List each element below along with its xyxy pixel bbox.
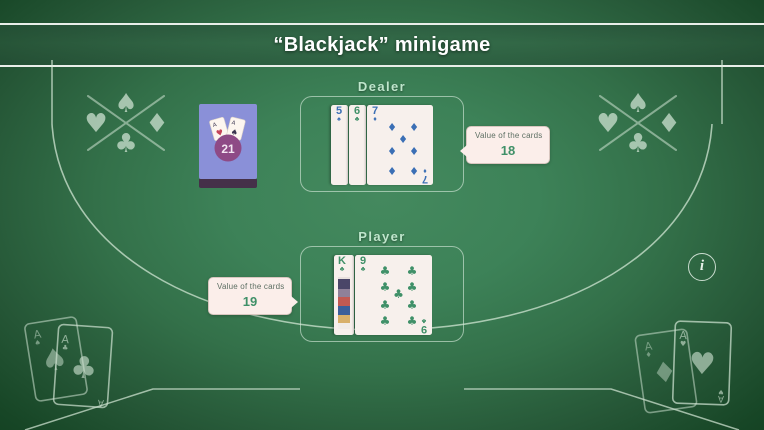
dealer-card-3-pips: ♦ ♦ ♦ ♦ ♦ ♦ ♦ bbox=[387, 121, 419, 178]
ace-cards-decoration-bottom-right: A ♦ ♦ A ♥ ♥ A ♥ bbox=[634, 320, 733, 414]
svg-text:♣: ♣ bbox=[407, 314, 418, 328]
svg-text:♦: ♦ bbox=[387, 165, 397, 178]
svg-text:♥: ♥ bbox=[596, 109, 619, 139]
svg-text:♥: ♥ bbox=[680, 340, 687, 348]
svg-text:♣: ♣ bbox=[380, 314, 391, 328]
svg-text:♦: ♦ bbox=[409, 145, 419, 158]
svg-text:A: A bbox=[644, 340, 654, 354]
svg-text:A: A bbox=[717, 393, 724, 403]
svg-text:♦: ♦ bbox=[409, 121, 419, 134]
club-icon: ♣ bbox=[354, 116, 360, 123]
player-card-2-corner-br: 9 ♣ bbox=[418, 317, 430, 335]
suit-cross-decoration-right: ♠ ♥ ♦ ♣ bbox=[596, 89, 680, 158]
svg-text:♦: ♦ bbox=[398, 133, 408, 146]
dealer-card-2-corner: 6 ♣ bbox=[351, 105, 363, 124]
svg-text:♦: ♦ bbox=[387, 145, 397, 158]
suit-cross-decoration-left: ♠ ♥ ♦ ♣ bbox=[84, 89, 168, 158]
bubble-tail bbox=[460, 145, 467, 157]
deck-edge bbox=[199, 179, 257, 188]
info-icon[interactable]: i bbox=[688, 253, 716, 281]
svg-text:♥: ♥ bbox=[718, 388, 724, 395]
dealer-card-3-corner-br: 7 ♦ bbox=[419, 167, 431, 185]
dealer-card-1-rank: 5 bbox=[335, 105, 343, 117]
dealer-card-3-rank: 7 bbox=[371, 105, 379, 117]
page-title: “Blackjack” minigame bbox=[273, 34, 491, 56]
ace-cards-decoration-bottom-left: A ♠ ♠ A ♣ ♣ A bbox=[24, 316, 114, 409]
svg-text:A: A bbox=[61, 333, 70, 347]
dealer-value-bubble: Value of the cards 18 bbox=[460, 126, 550, 164]
player-card-2-corner: 9 ♣ bbox=[357, 255, 369, 274]
diamond-icon: ♦ bbox=[373, 116, 377, 123]
svg-text:♣: ♣ bbox=[380, 298, 391, 312]
dealer-card-1-corner: 5 ♠ bbox=[333, 105, 345, 124]
svg-text:♦: ♦ bbox=[409, 165, 419, 178]
svg-text:♣: ♣ bbox=[407, 280, 418, 294]
dealer-card-2[interactable]: 6 ♣ bbox=[349, 105, 366, 185]
dealer-card-1[interactable]: 5 ♠ bbox=[331, 105, 348, 185]
svg-text:♠: ♠ bbox=[38, 341, 70, 380]
dealer-hand-value: 18 bbox=[500, 142, 516, 158]
svg-text:♣: ♣ bbox=[114, 129, 137, 158]
svg-text:♦: ♦ bbox=[650, 355, 679, 391]
svg-text:♥: ♥ bbox=[688, 347, 716, 383]
diamond-icon: ♦ bbox=[423, 167, 427, 174]
dealer-card-3-rank-br: 7 bbox=[421, 173, 429, 185]
svg-text:♠: ♠ bbox=[626, 89, 649, 119]
club-icon: ♣ bbox=[360, 266, 366, 273]
dealer-bubble-caption: Value of the cards bbox=[475, 131, 543, 140]
player-hand: K ♣ 9 ♣ ♣ ♣ ♣ bbox=[334, 255, 432, 335]
player-value-bubble: Value of the cards 19 bbox=[208, 277, 298, 315]
dealer-hand: 5 ♠ 6 ♣ 7 ♦ ♦ ♦ ♦ ♦ ♦ bbox=[331, 105, 433, 185]
player-hand-value: 19 bbox=[242, 293, 258, 309]
svg-text:A: A bbox=[212, 122, 217, 129]
player-card-2[interactable]: 9 ♣ ♣ ♣ ♣ ♣ ♣ ♣ ♣ ♣ ♣ 9 ♣ bbox=[355, 255, 432, 335]
svg-text:A: A bbox=[231, 120, 236, 127]
bubble-tail bbox=[291, 296, 298, 308]
svg-text:♠: ♠ bbox=[114, 89, 137, 119]
svg-text:♣: ♣ bbox=[62, 344, 69, 352]
player-card-1-corner: K ♣ bbox=[336, 255, 348, 274]
svg-text:♥: ♥ bbox=[84, 109, 107, 139]
player-card-2-rank: 9 bbox=[359, 255, 367, 267]
svg-text:♠: ♠ bbox=[34, 339, 41, 348]
svg-text:A: A bbox=[97, 397, 105, 407]
player-card-1-rank: K bbox=[338, 255, 346, 267]
dealer-card-3[interactable]: 7 ♦ ♦ ♦ ♦ ♦ ♦ ♦ ♦ 7 ♦ bbox=[367, 105, 433, 185]
svg-text:♣: ♣ bbox=[407, 298, 418, 312]
svg-text:A: A bbox=[33, 327, 43, 341]
player-card-2-rank-br: 9 bbox=[420, 323, 428, 335]
card-deck[interactable]: A ♥ A ♠ 21 bbox=[199, 104, 257, 188]
dealer-card-3-corner: 7 ♦ bbox=[369, 105, 381, 124]
svg-text:♣: ♣ bbox=[626, 129, 649, 158]
svg-text:♣: ♣ bbox=[393, 287, 404, 301]
svg-text:♥: ♥ bbox=[215, 128, 224, 139]
svg-text:♦: ♦ bbox=[145, 109, 168, 139]
player-card-2-pips: ♣ ♣ ♣ ♣ ♣ ♣ ♣ ♣ ♣ bbox=[380, 264, 418, 328]
club-icon: ♣ bbox=[339, 266, 345, 273]
player-card-zone[interactable] bbox=[300, 246, 464, 342]
svg-text:A: A bbox=[679, 329, 687, 342]
player-card-1-court-art bbox=[338, 277, 350, 329]
svg-text:♣: ♣ bbox=[69, 350, 98, 387]
svg-text:♦: ♦ bbox=[645, 351, 652, 360]
header-band bbox=[0, 23, 764, 67]
deck-logo: A ♥ A ♠ 21 bbox=[209, 116, 246, 162]
svg-text:♣: ♣ bbox=[380, 280, 391, 294]
deck-badge-value: 21 bbox=[221, 142, 235, 156]
player-label: Player bbox=[358, 229, 406, 244]
svg-text:♦: ♦ bbox=[387, 121, 397, 134]
player-card-1[interactable]: K ♣ bbox=[334, 255, 354, 335]
club-icon: ♣ bbox=[421, 317, 427, 324]
player-bubble-caption: Value of the cards bbox=[217, 282, 285, 291]
spade-icon: ♠ bbox=[337, 116, 341, 123]
svg-text:♣: ♣ bbox=[407, 264, 418, 278]
dealer-label: Dealer bbox=[357, 79, 407, 94]
svg-text:♣: ♣ bbox=[380, 264, 391, 278]
svg-text:♠: ♠ bbox=[230, 127, 239, 137]
dealer-card-2-rank: 6 bbox=[353, 105, 361, 117]
dealer-card-zone[interactable] bbox=[300, 96, 464, 192]
svg-text:♦: ♦ bbox=[657, 109, 680, 139]
